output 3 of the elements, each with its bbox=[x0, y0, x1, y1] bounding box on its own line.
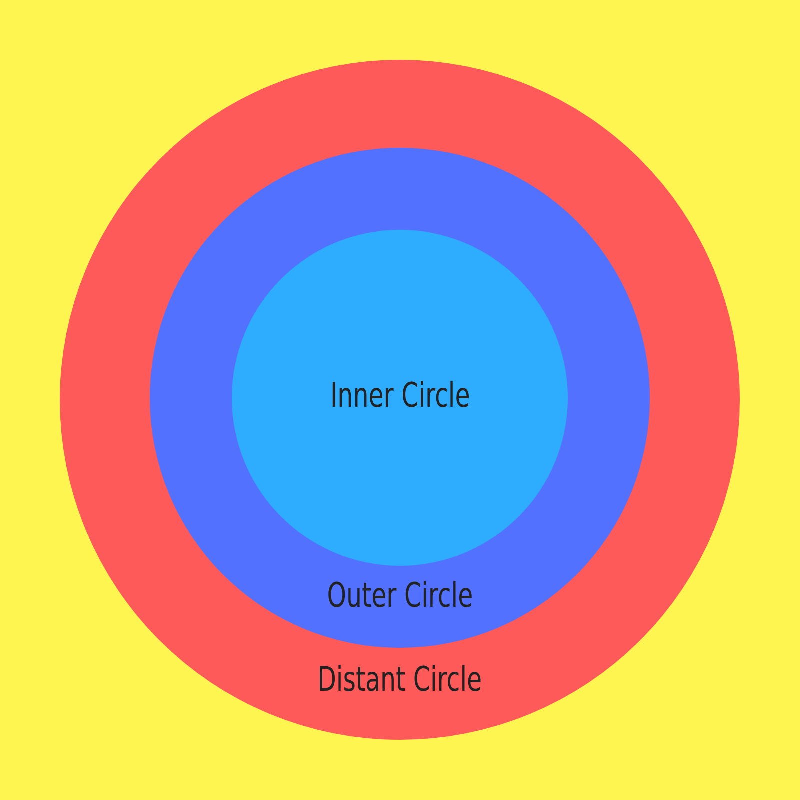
circle-label: Distant Circle bbox=[318, 660, 482, 700]
circle-label: Outer Circle bbox=[327, 576, 473, 616]
circle-label: Inner Circle bbox=[330, 376, 470, 416]
